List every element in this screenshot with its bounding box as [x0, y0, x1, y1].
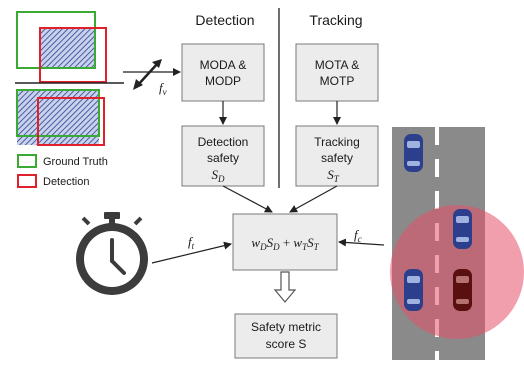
legend-swatch-ground-truth	[17, 154, 37, 168]
modp-label: MODP	[205, 74, 241, 88]
bbox-example-high-overlap	[16, 89, 105, 146]
detection-safety-symbol: SD	[212, 167, 226, 184]
detection-box	[39, 27, 107, 83]
weighted-sum-formula: wDSD + wTST	[251, 235, 319, 252]
detection-safety-label-2: safety	[207, 151, 239, 165]
arrow-context-to-combine	[338, 238, 385, 247]
car-icon	[404, 134, 423, 172]
moda-label: MODA &	[200, 58, 247, 72]
safety-metric-box	[234, 313, 338, 359]
arrow-time-to-combine	[151, 241, 232, 264]
road-scene	[390, 127, 524, 360]
safety-metric-label-2: score S	[266, 337, 307, 351]
safety-metric-label: Safety metric	[251, 320, 321, 334]
ground-truth-box	[16, 11, 96, 69]
legend-swatch-detection	[17, 174, 37, 188]
moda-modp-box	[181, 43, 265, 102]
car-icon	[404, 269, 423, 311]
motp-label: MOTP	[320, 74, 355, 88]
function-fc: fc	[354, 227, 362, 244]
car-icon	[453, 209, 472, 249]
detection-safety-label: Detection	[198, 135, 249, 149]
hollow-down-arrow	[273, 271, 297, 303]
legend-label-detection: Detection	[43, 176, 89, 188]
arrow-trk-to-combine	[289, 185, 338, 213]
bbox-example-low-overlap	[16, 11, 107, 83]
legend-label-ground-truth: Ground Truth	[43, 156, 108, 168]
car-icon	[453, 269, 472, 311]
legend: Ground Truth Detection	[17, 154, 108, 188]
resize-double-arrow-icon	[133, 59, 162, 90]
tracking-safety-label-2: safety	[321, 151, 353, 165]
function-ft: ft	[188, 234, 195, 251]
mota-label: MOTA &	[315, 58, 359, 72]
ground-truth-box	[16, 89, 100, 137]
weighted-sum-box	[232, 213, 338, 271]
arrow-det-to-combine	[222, 185, 273, 213]
header-detection: Detection	[195, 12, 254, 28]
detection-box	[37, 97, 105, 146]
mota-motp-box	[295, 43, 379, 102]
stopwatch-icon	[76, 212, 148, 295]
tracking-safety-label: Tracking	[314, 135, 360, 149]
function-fv: fv	[159, 80, 167, 97]
tracking-safety-box	[295, 125, 379, 187]
header-tracking: Tracking	[309, 12, 362, 28]
tracking-safety-symbol: ST	[327, 167, 340, 184]
